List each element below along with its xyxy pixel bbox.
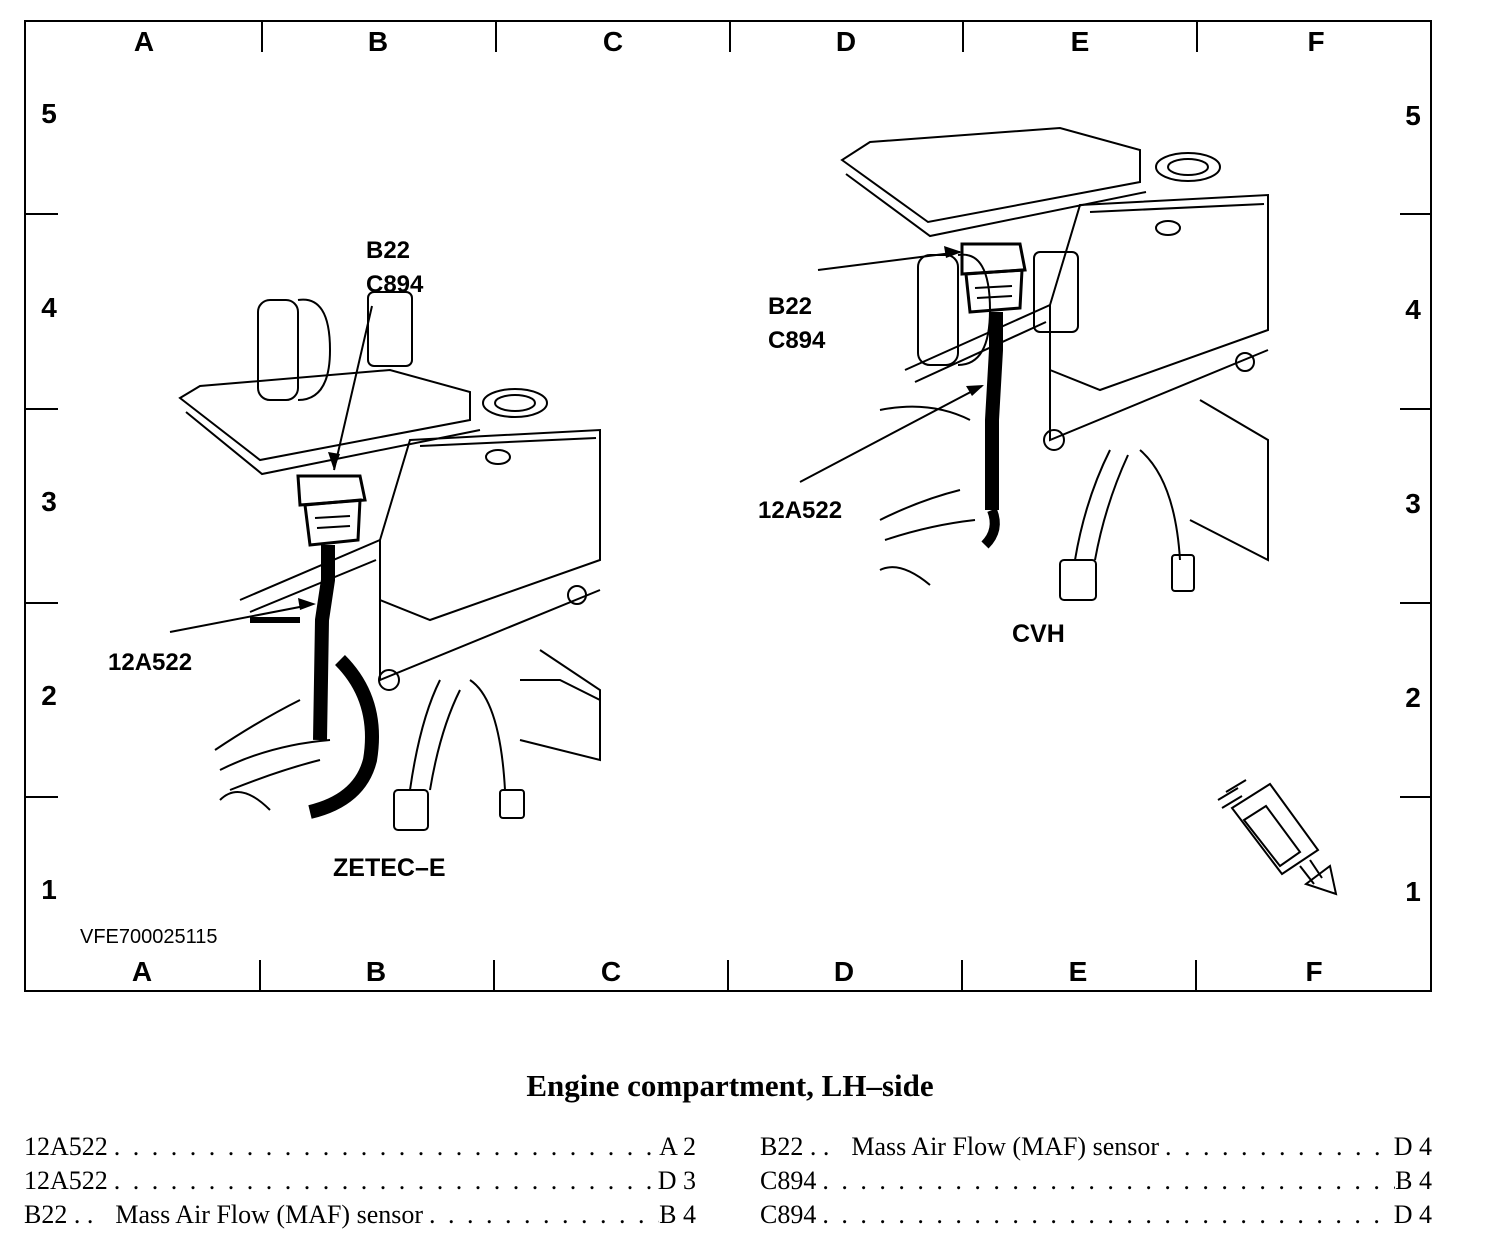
diagram-frame xyxy=(24,20,1432,992)
index-code: 12A522 xyxy=(24,1132,108,1161)
index-leader-dots: . . . . . . . . . . . . . . . . . . . . … xyxy=(822,1166,1395,1195)
connector-with-arrow-icon xyxy=(1217,779,1338,896)
grid-row-3-right: 3 xyxy=(1405,488,1421,519)
grid-row-5-left: 5 xyxy=(41,98,57,129)
index-row: B22 . . Mass Air Flow (MAF) sensor . . .… xyxy=(24,1198,696,1232)
diagram-caption: Engine compartment, LH–side xyxy=(526,1068,934,1103)
cvh-connector-callout: B22 C894 xyxy=(768,290,825,358)
index-description: Mass Air Flow (MAF) sensor xyxy=(851,1132,1160,1161)
figure-id: VFE700025115 xyxy=(80,926,218,948)
grid-col-e-top: E xyxy=(1070,26,1090,57)
grid-row-5-right: 5 xyxy=(1405,100,1421,131)
grid-col-d-bottom: D xyxy=(833,956,855,987)
index-location: D 3 xyxy=(657,1166,696,1195)
grid-col-c-bottom: C xyxy=(600,956,622,987)
zetec-callout-c894: C894 xyxy=(366,271,424,298)
cvh-callout-b22: B22 xyxy=(768,293,813,320)
cvh-drawing xyxy=(840,126,1269,601)
index-leader-dots: . . . . . . . . . . . . . . . . . . . . … xyxy=(113,1166,658,1195)
component-index-left: 12A522 . . . . . . . . . . . . . . . . .… xyxy=(24,1130,696,1232)
cvh-engine-label: CVH xyxy=(1012,620,1065,648)
grid-col-c-top: C xyxy=(602,26,624,57)
grid-row-3-left: 3 xyxy=(41,486,57,517)
zetec-e-drawing xyxy=(178,291,601,831)
grid-col-b-top: B xyxy=(367,26,389,57)
grid-col-b-bottom: B xyxy=(365,956,387,987)
index-leader-dots: . . . . . . . . . . . . . . . . . . . . … xyxy=(429,1200,659,1229)
grid-row-1-left: 1 xyxy=(41,874,57,905)
index-code: C894 xyxy=(760,1166,817,1195)
grid-col-f-top: F xyxy=(1307,26,1325,57)
index-leader-dots: . . . . . . . . . . . . . . . . . . . . … xyxy=(822,1200,1393,1229)
index-code: C894 xyxy=(760,1200,817,1229)
index-row: 12A522 . . . . . . . . . . . . . . . . .… xyxy=(24,1164,696,1198)
component-index-right: B22 . . Mass Air Flow (MAF) sensor . . .… xyxy=(760,1130,1432,1232)
index-row: C894 . . . . . . . . . . . . . . . . . .… xyxy=(760,1198,1432,1232)
index-leader-dots: . . . . . . . . . . . . . . . . . . . . … xyxy=(113,1132,659,1161)
zetec-connector-callout: B22 C894 xyxy=(366,234,423,302)
grid-row-1-right: 1 xyxy=(1405,876,1421,907)
zetec-callout-b22: B22 xyxy=(366,237,411,264)
index-code: B22 . . xyxy=(24,1200,94,1229)
index-location: B 4 xyxy=(1395,1166,1432,1195)
zetec-engine-label: ZETEC–E xyxy=(333,854,446,882)
index-location: B 4 xyxy=(659,1200,696,1229)
grid-row-2-right: 2 xyxy=(1405,682,1421,713)
index-location: D 4 xyxy=(1393,1200,1432,1229)
grid-col-d-top: D xyxy=(835,26,857,57)
grid-col-a-bottom: A xyxy=(131,956,153,987)
index-description: Mass Air Flow (MAF) sensor xyxy=(115,1200,424,1229)
index-location: A 2 xyxy=(659,1132,696,1161)
grid-row-4-right: 4 xyxy=(1405,294,1421,325)
grid-col-a-top: A xyxy=(133,26,155,57)
grid-col-e-bottom: E xyxy=(1068,956,1088,987)
index-code: 12A522 xyxy=(24,1166,108,1195)
index-row: C894 . . . . . . . . . . . . . . . . . .… xyxy=(760,1164,1432,1198)
index-row: 12A522 . . . . . . . . . . . . . . . . .… xyxy=(24,1130,696,1164)
index-location: D 4 xyxy=(1393,1132,1432,1161)
index-code: B22 . . xyxy=(760,1132,830,1161)
zetec-callout-harness: 12A522 xyxy=(108,649,193,676)
cvh-callout-harness: 12A522 xyxy=(758,497,843,524)
grid-row-4-left: 4 xyxy=(41,292,57,323)
leader-lines xyxy=(169,246,984,633)
grid-row-2-left: 2 xyxy=(41,680,57,711)
index-leader-dots: . . . . . . . . . . . . . . . . . . . . … xyxy=(1165,1132,1394,1161)
index-row: B22 . . Mass Air Flow (MAF) sensor . . .… xyxy=(760,1130,1432,1164)
grid-ticks xyxy=(26,22,1430,990)
cvh-callout-c894: C894 xyxy=(768,327,826,354)
grid-col-f-bottom: F xyxy=(1305,956,1323,987)
